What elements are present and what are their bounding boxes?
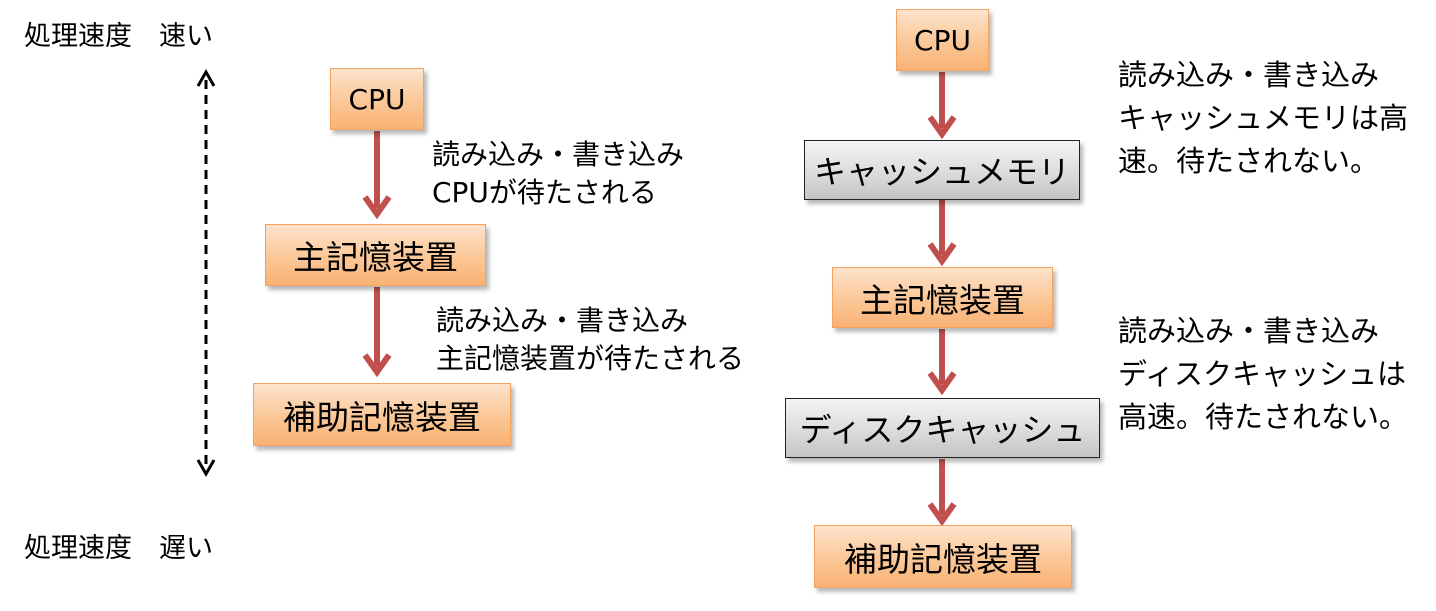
arrow-right-cpu-to-cache bbox=[927, 72, 957, 140]
right-cache-memory-box: キャッシュメモリ bbox=[804, 140, 1080, 200]
right-main-memory-box: 主記憶装置 bbox=[832, 267, 1053, 328]
speed-axis-dashed-arrow bbox=[196, 68, 216, 478]
right-note1-line3: 速。待たされない。 bbox=[1118, 144, 1380, 178]
arrow-left-main-to-aux bbox=[362, 287, 392, 378]
speed-fast-label: 処理速度 速い bbox=[24, 21, 213, 52]
arrow-left-cpu-to-main bbox=[362, 131, 392, 220]
arrow-right-main-to-disk-cache bbox=[927, 329, 957, 396]
speed-slow-label: 処理速度 遅い bbox=[24, 533, 213, 564]
right-note1-line2: キャッシュメモリは高 bbox=[1118, 101, 1409, 135]
right-cpu-box: CPU bbox=[896, 9, 989, 71]
left-note-main-waits: 読み込み・書き込み 主記憶装置が待たされる bbox=[436, 302, 744, 378]
right-disk-cache-box: ディスクキャッシュ bbox=[785, 398, 1100, 458]
right-note2-line2: ディスクキャッシュは bbox=[1118, 357, 1406, 391]
right-note-cache-fast: 読み込み・書き込み キャッシュメモリは高 速。待たされない。 bbox=[1118, 54, 1408, 183]
left-note1-line2: CPUが待たされる bbox=[432, 176, 657, 209]
arrow-right-cache-to-main bbox=[927, 200, 957, 267]
left-note2-line2: 主記憶装置が待たされる bbox=[436, 342, 745, 375]
left-note-cpu-waits: 読み込み・書き込み CPUが待たされる bbox=[432, 136, 684, 212]
right-note1-line1: 読み込み・書き込み bbox=[1118, 58, 1380, 92]
left-cpu-box: CPU bbox=[330, 68, 424, 130]
arrow-right-disk-cache-to-aux bbox=[927, 459, 957, 527]
left-note1-line1: 読み込み・書き込み bbox=[432, 138, 685, 171]
right-note-disk-cache-fast: 読み込み・書き込み ディスクキャッシュは 高速。待たされない。 bbox=[1118, 310, 1408, 439]
right-note2-line1: 読み込み・書き込み bbox=[1118, 314, 1380, 348]
left-main-memory-box: 主記憶装置 bbox=[265, 224, 486, 286]
right-note2-line3: 高速。待たされない。 bbox=[1118, 400, 1409, 434]
left-aux-storage-box: 補助記憶装置 bbox=[253, 383, 511, 446]
right-aux-storage-box: 補助記憶装置 bbox=[814, 525, 1072, 588]
left-note2-line1: 読み込み・書き込み bbox=[436, 304, 689, 337]
